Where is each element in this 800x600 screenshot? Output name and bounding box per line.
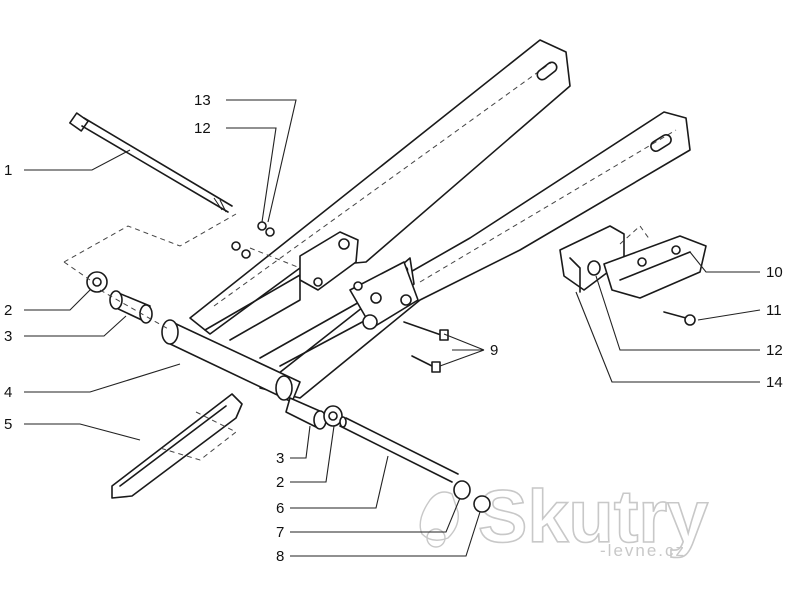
- item-1-pivot-bolt: [69, 112, 233, 213]
- callout-4: 4: [4, 384, 12, 401]
- item-9-bolts: [403, 321, 449, 373]
- callout-labels: 1 2 3 4 5 13 12 3 2 6 7 8 9 10 11 12 14: [4, 92, 783, 565]
- callout-7: 7: [276, 524, 284, 541]
- leader-lines: [24, 99, 761, 557]
- callout-13: 13: [194, 92, 211, 109]
- callout-9: 9: [490, 342, 498, 359]
- callout-2: 2: [4, 302, 12, 319]
- item-11-screw: [663, 311, 696, 326]
- swingarm-frame: [161, 39, 691, 403]
- cross-tube-end: [161, 319, 179, 345]
- watermark-sub: -levne.cz: [600, 541, 686, 560]
- callout-2-lower: 2: [276, 474, 284, 491]
- item-8-nut: [473, 495, 491, 513]
- item-2-washer-upper: [86, 271, 108, 293]
- item-6-spindle: [339, 416, 459, 483]
- callout-14: 14: [766, 374, 783, 391]
- callout-12: 12: [194, 120, 211, 137]
- callout-1: 1: [4, 162, 12, 179]
- item-12-washer-right: [587, 260, 601, 276]
- watermark: Skutry -levne.cz: [419, 474, 709, 560]
- callout-3: 3: [4, 328, 12, 345]
- item-7-washer: [453, 480, 471, 500]
- item-3-bushing-lower: [285, 397, 327, 430]
- callout-3-lower: 3: [276, 450, 284, 467]
- item-2-washer-lower: [323, 405, 343, 427]
- callout-10: 10: [766, 264, 783, 281]
- swingarm-upper-arm: [189, 39, 571, 335]
- upper-arm-slot: [536, 61, 558, 81]
- item-10-cover-plate: [603, 225, 707, 299]
- callout-11: 11: [766, 302, 782, 319]
- callout-5: 5: [4, 416, 12, 433]
- callout-6: 6: [276, 500, 284, 517]
- lower-arm-slot: [650, 134, 672, 152]
- item-5-chain-guard: [111, 393, 243, 499]
- callout-12-right: 12: [766, 342, 783, 359]
- scooter-logo-icon: [419, 491, 459, 548]
- callout-8: 8: [276, 548, 284, 565]
- watermark-brand: Skutry: [478, 475, 708, 558]
- item-12-13-bolts: [231, 221, 301, 269]
- item-3-bushing-upper: [109, 290, 153, 324]
